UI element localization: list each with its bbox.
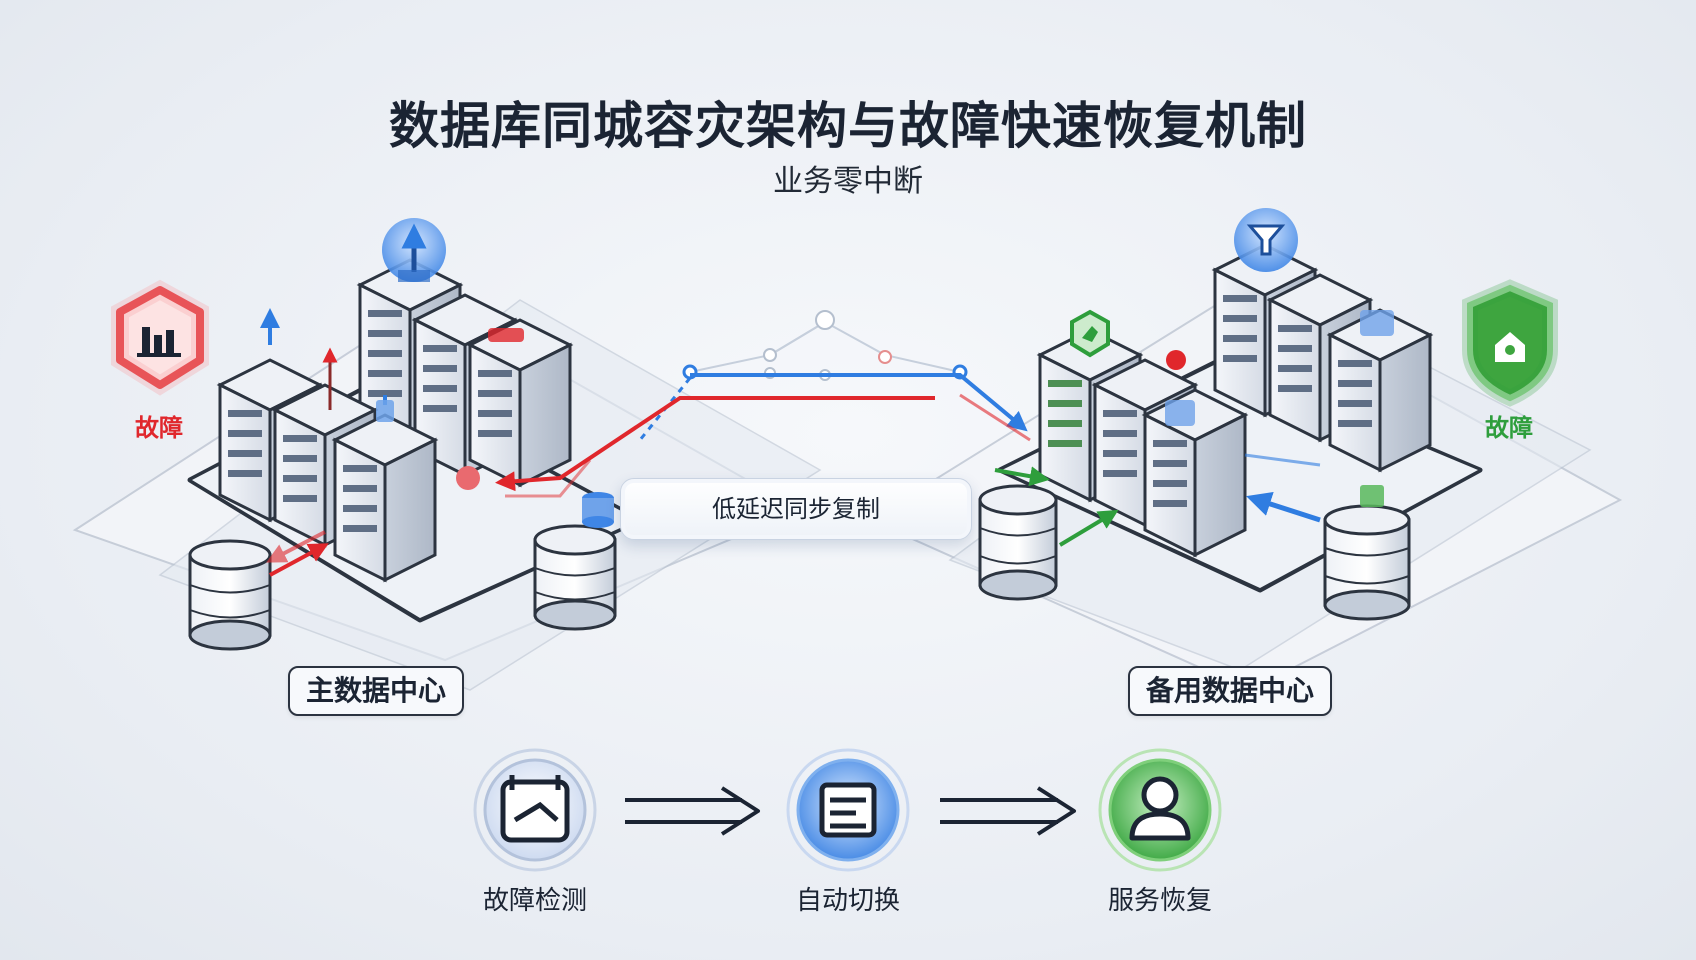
primary-dc-label: 主数据中心 [288,666,465,716]
backup-dc-label: 备用数据中心 [1128,666,1333,716]
status-shield-icon [1462,279,1558,407]
primary-server-rack-6 [331,413,439,583]
page-subtitle: 业务零中断 [773,164,923,199]
upload-orb-icon [382,218,446,282]
flow-arrow-1 [625,786,760,836]
page-title: 数据库同城容灾架构与故障快速恢复机制 [389,97,1307,155]
step-auto-switch [786,748,910,872]
filter-orb-icon [1234,208,1298,272]
backup-server-rack-3 [1326,308,1434,473]
step-label-auto-switch: 自动切换 [795,886,900,916]
backup-dc-green-marker-icon [1070,309,1110,358]
primary-database-cylinder-1 [188,539,272,651]
replication-network [495,310,1050,498]
primary-fault-arrows [260,308,480,577]
replication-label: 低延迟同步复制 [620,478,972,540]
flow-arrow-2 [940,786,1076,836]
backup-database-cylinder-1 [978,484,1058,601]
primary-fault-label: 故障 [135,414,183,442]
step-service-recovery [1098,748,1222,872]
backup-flow-arrows [1058,350,1321,547]
backup-database-cylinder-2 [1323,485,1411,621]
backup-server-rack-6 [1141,388,1249,558]
fault-shield-icon [111,279,209,396]
step-fault-detection [473,748,597,872]
step-label-fault-detection: 故障检测 [482,886,587,916]
step-label-service-recovery: 服务恢复 [1107,886,1212,916]
primary-database-cylinder-2 [533,492,617,631]
primary-server-rack-3 [466,318,574,488]
backup-status-label: 故障 [1485,414,1533,442]
